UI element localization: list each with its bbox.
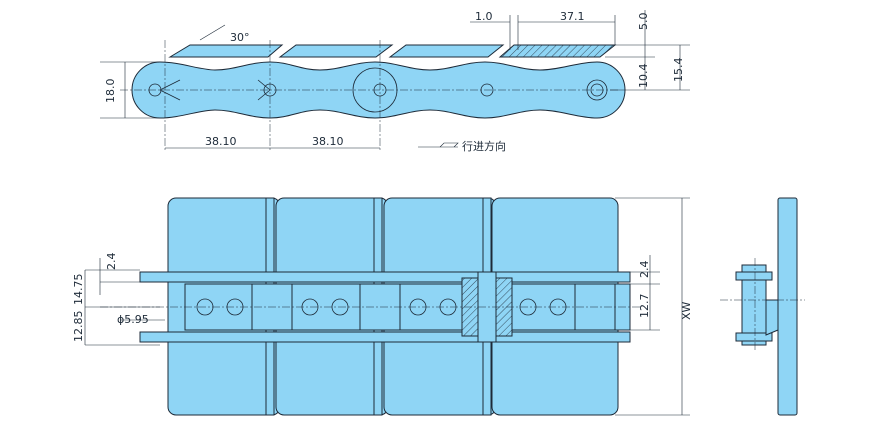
left-plate-offset-dimension: 2.4 bbox=[105, 253, 118, 271]
inner-width-dimension: 12.7 bbox=[638, 294, 651, 319]
right-plate-offset-dimension: 2.4 bbox=[638, 261, 651, 279]
slat-2 bbox=[278, 44, 394, 58]
plan-view: 2.4 14.75 12.85 ϕ5.95 2.4 12.7 XW bbox=[72, 197, 693, 416]
end-slat bbox=[777, 197, 798, 416]
gap-dimension: 1.0 bbox=[475, 10, 493, 23]
slat-3 bbox=[388, 44, 505, 58]
slat-1 bbox=[168, 44, 284, 58]
upper-half-width-dimension: 14.75 bbox=[72, 274, 85, 306]
side-elevation-view: 30° 1.0 37.1 5.0 10.4 15.4 18.0 38.10 38… bbox=[100, 10, 690, 153]
outer-plate-top bbox=[139, 271, 631, 283]
slat-section bbox=[498, 44, 617, 58]
link-height-dimension: 18.0 bbox=[104, 79, 117, 104]
pin-diameter-dimension: ϕ5.95 bbox=[117, 313, 149, 326]
slat-length-dimension: 37.1 bbox=[560, 10, 585, 23]
direction-label: 行进方向 bbox=[462, 139, 506, 153]
pin-to-top-dimension: 15.4 bbox=[672, 58, 685, 83]
end-view bbox=[720, 197, 805, 416]
outer-plate-bottom bbox=[139, 331, 631, 343]
lower-half-width-dimension: 12.85 bbox=[72, 311, 85, 343]
slat-thickness-dimension: 5.0 bbox=[637, 13, 650, 31]
pitch-dimension-2: 38.10 bbox=[312, 135, 344, 148]
slat-width-dimension: XW bbox=[680, 301, 693, 320]
angle-label: 30° bbox=[230, 31, 250, 44]
pin-to-slat-dimension: 10.4 bbox=[637, 64, 650, 89]
direction-arrow-icon bbox=[418, 142, 459, 148]
pitch-dimension-1: 38.10 bbox=[205, 135, 237, 148]
